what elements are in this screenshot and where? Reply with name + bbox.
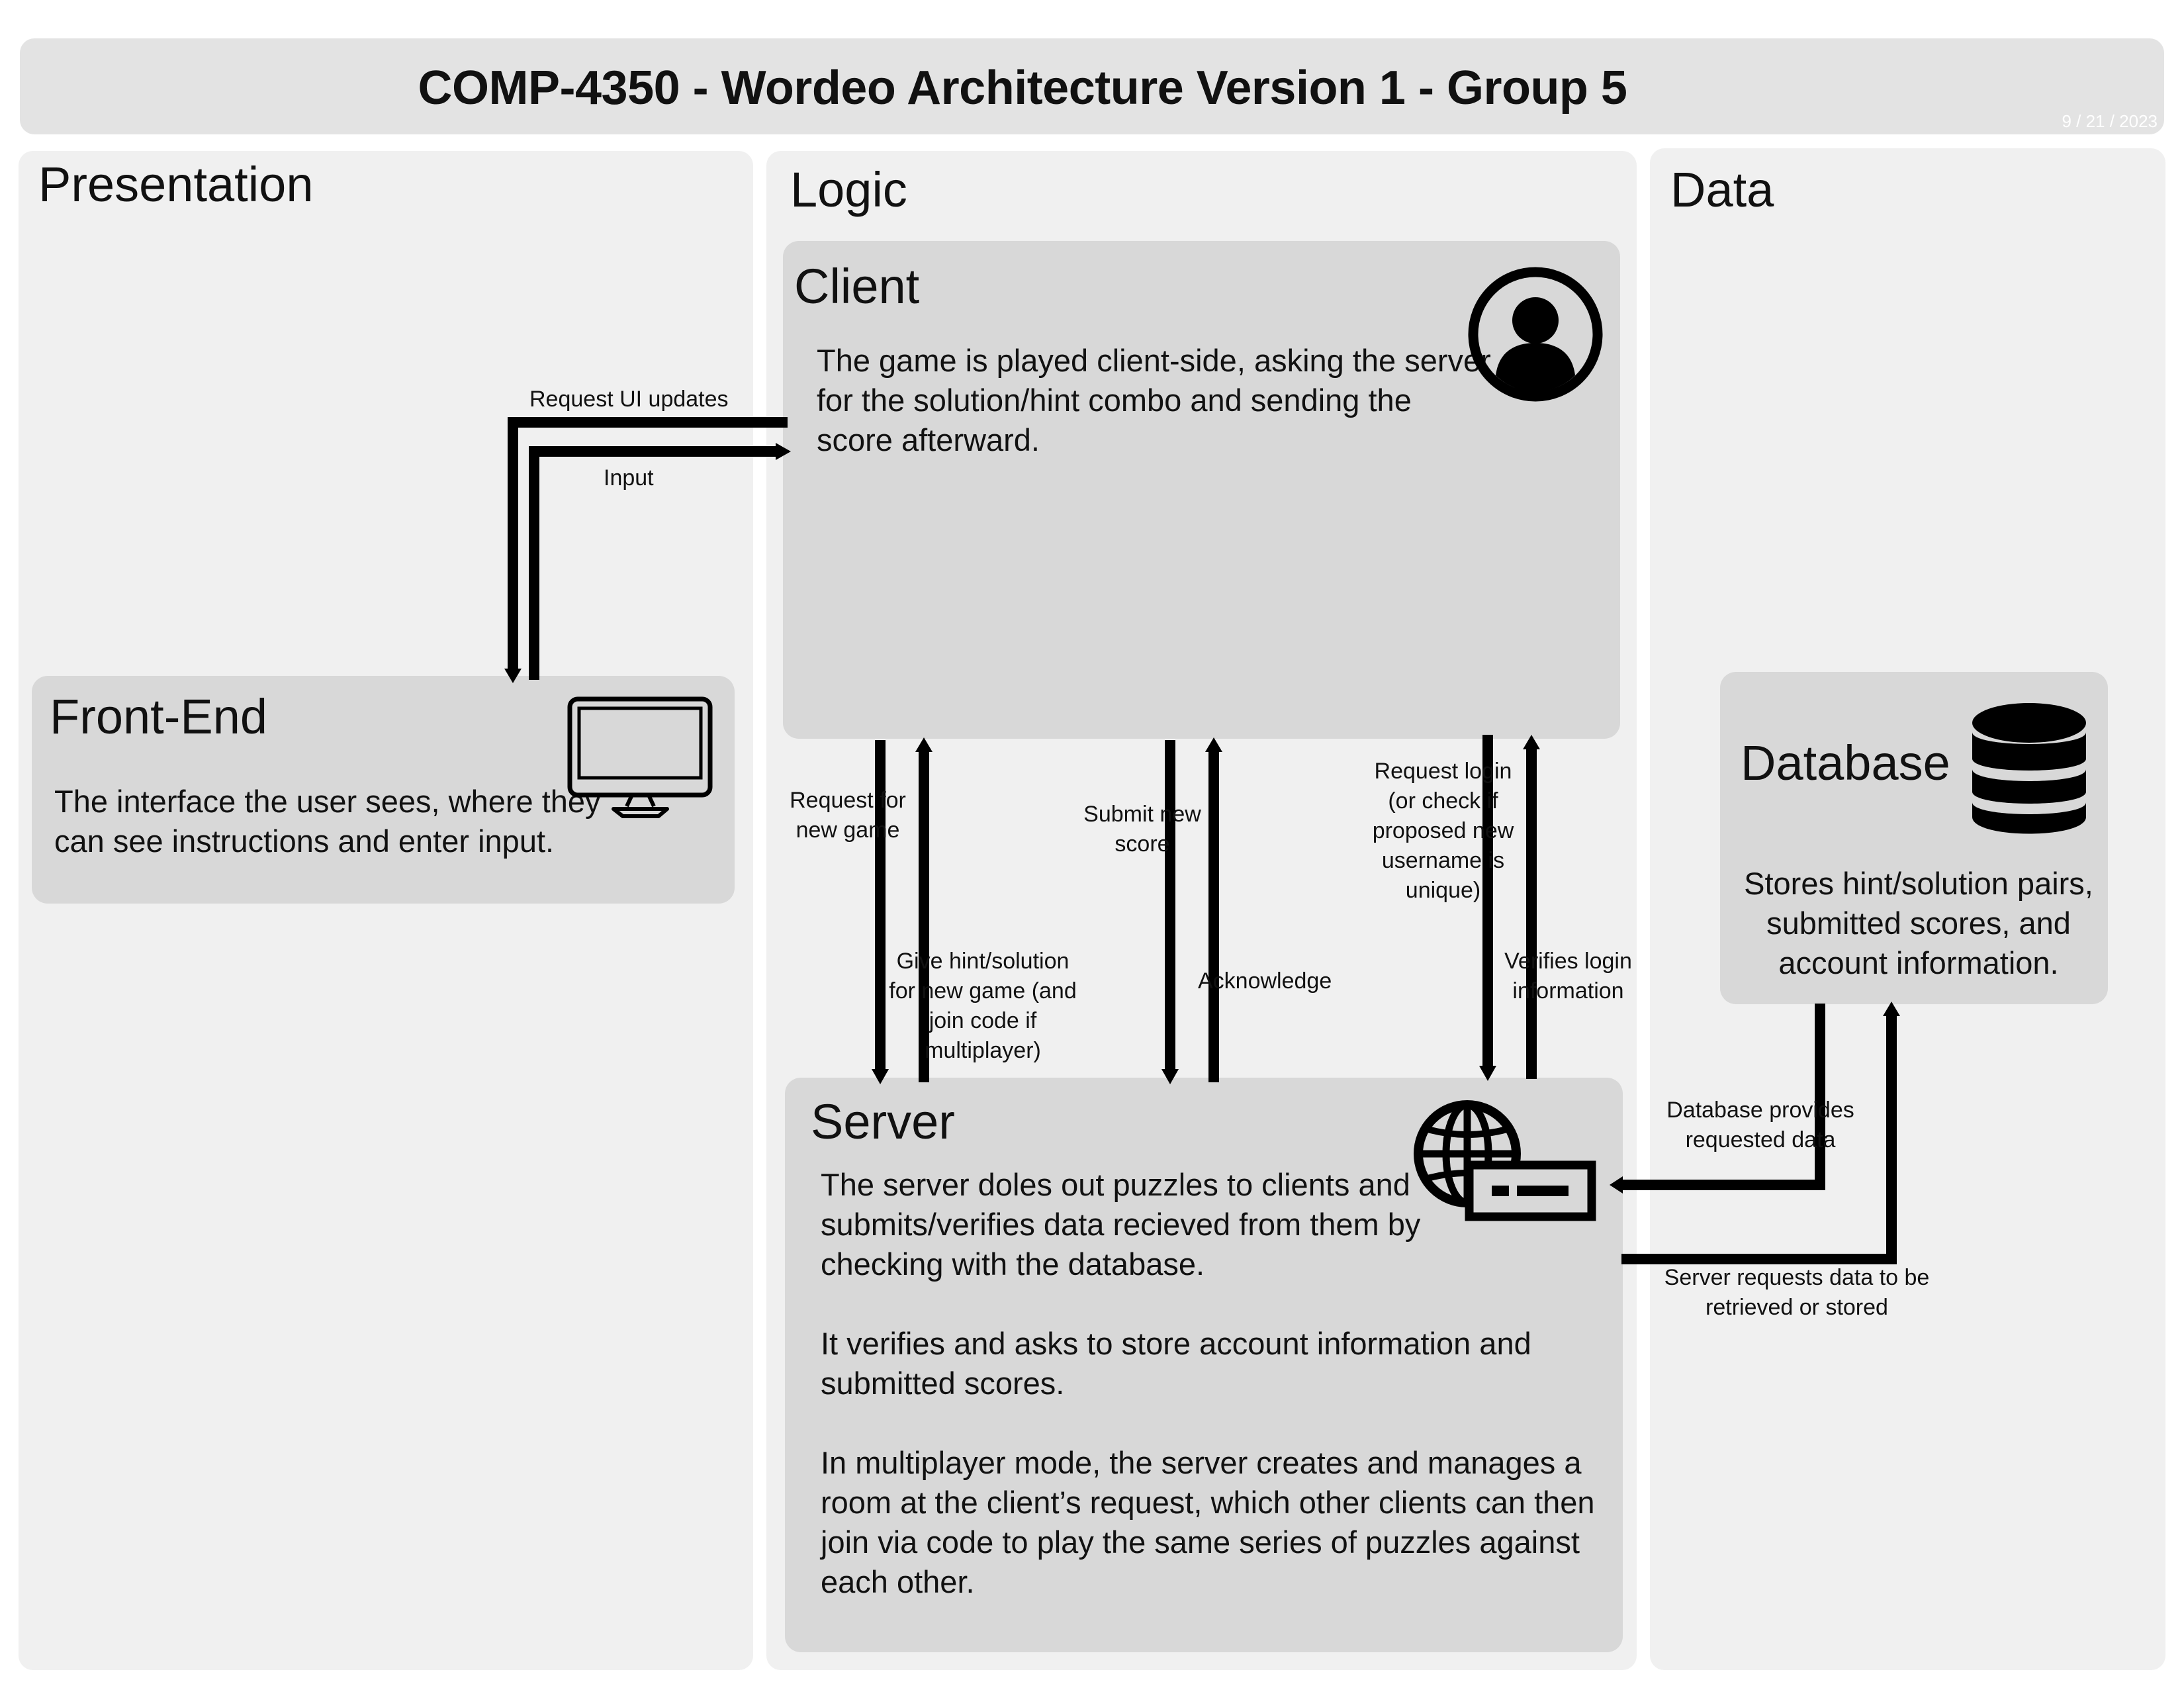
arrow-server-requests-head: [1883, 1002, 1900, 1016]
label-acknowledge: Acknowledge: [1198, 968, 1332, 994]
label-database-provides: Database provides requested data: [1666, 1098, 1854, 1152]
server-paragraph-2: It verifies and asks to store account in…: [821, 1326, 1531, 1401]
database-title: Database: [1741, 735, 1950, 790]
server-paragraph-3: In multiplayer mode, the server creates …: [821, 1445, 1595, 1599]
arrow-database-provides: [1621, 1004, 1825, 1190]
arrow-server-requests: [1621, 1014, 1897, 1264]
label-give-hint-solution: Give hint/solution for new game (and joi…: [889, 949, 1077, 1063]
label-submit-new-score: Submit new score: [1083, 802, 1201, 857]
label-input: Input: [604, 465, 654, 491]
server-description: The server doles out puzzles to clients …: [821, 1165, 1612, 1602]
arrow-give-hint-solution-head: [915, 737, 933, 752]
arrow-request-ui-updates-head: [504, 669, 522, 683]
arrow-verifies-login-head: [1523, 735, 1540, 749]
arrow-request-ui-updates: [508, 417, 788, 670]
label-request-ui-updates: Request UI updates: [529, 387, 729, 412]
title-bar: [20, 38, 2164, 134]
label-request-new-game: Request for new game: [790, 788, 906, 843]
arrow-input-head: [776, 443, 791, 460]
arrow-submit-new-score-head: [1161, 1069, 1179, 1084]
server-title: Server: [811, 1094, 955, 1149]
logic-column-label: Logic: [790, 162, 907, 217]
server-paragraph-1: The server doles out puzzles to clients …: [821, 1167, 1421, 1282]
arrow-request-login-head: [1479, 1066, 1496, 1081]
client-description: The game is played client-side, asking t…: [817, 343, 1491, 457]
globe-server-icon: [1414, 1100, 1596, 1221]
arrow-database-provides-head: [1610, 1176, 1623, 1194]
label-verifies-login: Verifies login information: [1504, 949, 1632, 1004]
arrow-acknowledge-head: [1205, 737, 1222, 752]
monitor-icon: [567, 696, 713, 818]
diagram-date: 9 / 21 / 2023: [2062, 111, 2158, 131]
database-icon: [1972, 703, 2086, 834]
label-server-requests: Server requests data to be retrieved or …: [1664, 1265, 1930, 1320]
user-circle-icon: [1468, 267, 1603, 402]
arrow-input: [529, 446, 778, 680]
client-title: Client: [794, 259, 920, 314]
client-box: [783, 241, 1620, 739]
frontend-description: The interface the user sees, where they …: [54, 784, 601, 859]
label-request-login: Request login (or check if proposed new …: [1372, 759, 1514, 903]
arrow-request-new-game-head: [872, 1069, 889, 1084]
frontend-title: Front-End: [50, 689, 268, 744]
presentation-column-label: Presentation: [38, 157, 314, 212]
presentation-column: [19, 151, 753, 1670]
database-description: Stores hint/solution pairs, submitted sc…: [1744, 866, 2093, 980]
diagram-title: COMP-4350 - Wordeo Architecture Version …: [418, 62, 1627, 115]
data-column-label: Data: [1670, 162, 1774, 217]
frontend-box: [32, 676, 735, 904]
